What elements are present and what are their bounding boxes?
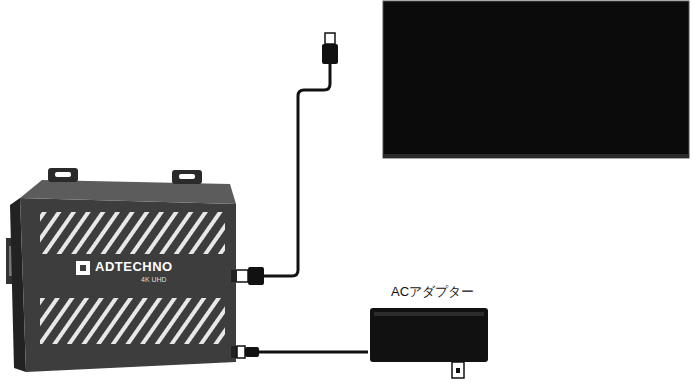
power-port (231, 346, 237, 358)
adapter-label: ACアダプター (368, 283, 497, 301)
vent-slots (40, 298, 225, 344)
adapter-prong-hole (456, 368, 460, 373)
power-cable (244, 351, 368, 354)
device-top (20, 180, 236, 204)
logo-icon (76, 261, 90, 275)
device-front (20, 198, 236, 372)
hdmi-plug-tip (236, 270, 248, 282)
hdmi-port (231, 270, 237, 282)
adapter-bevel (374, 312, 484, 316)
monitor-bezel (383, 154, 689, 158)
model-label: 4K UHD (141, 275, 244, 284)
mount-slot (179, 174, 195, 179)
adapter-prong (452, 362, 464, 378)
hdmi-plug-tip (325, 33, 335, 44)
brand-logo: ADTECHNO (95, 259, 244, 275)
power-plug (245, 347, 259, 357)
vent-slots (40, 212, 225, 254)
hdmi-plug (322, 44, 338, 64)
hdmi-cable (264, 62, 330, 276)
mount-tab (172, 170, 202, 184)
hdmi-plug (248, 267, 264, 285)
monitor (383, 1, 689, 158)
device-box: ADTECHNO4K UHD (5, 150, 244, 375)
mount-tab (48, 168, 78, 182)
ac-adapter: ACアダプター (368, 282, 497, 380)
logo-icon (80, 265, 86, 271)
adapter-body (370, 308, 488, 362)
power-plug-tip (237, 346, 245, 358)
mount-slot (55, 172, 71, 177)
